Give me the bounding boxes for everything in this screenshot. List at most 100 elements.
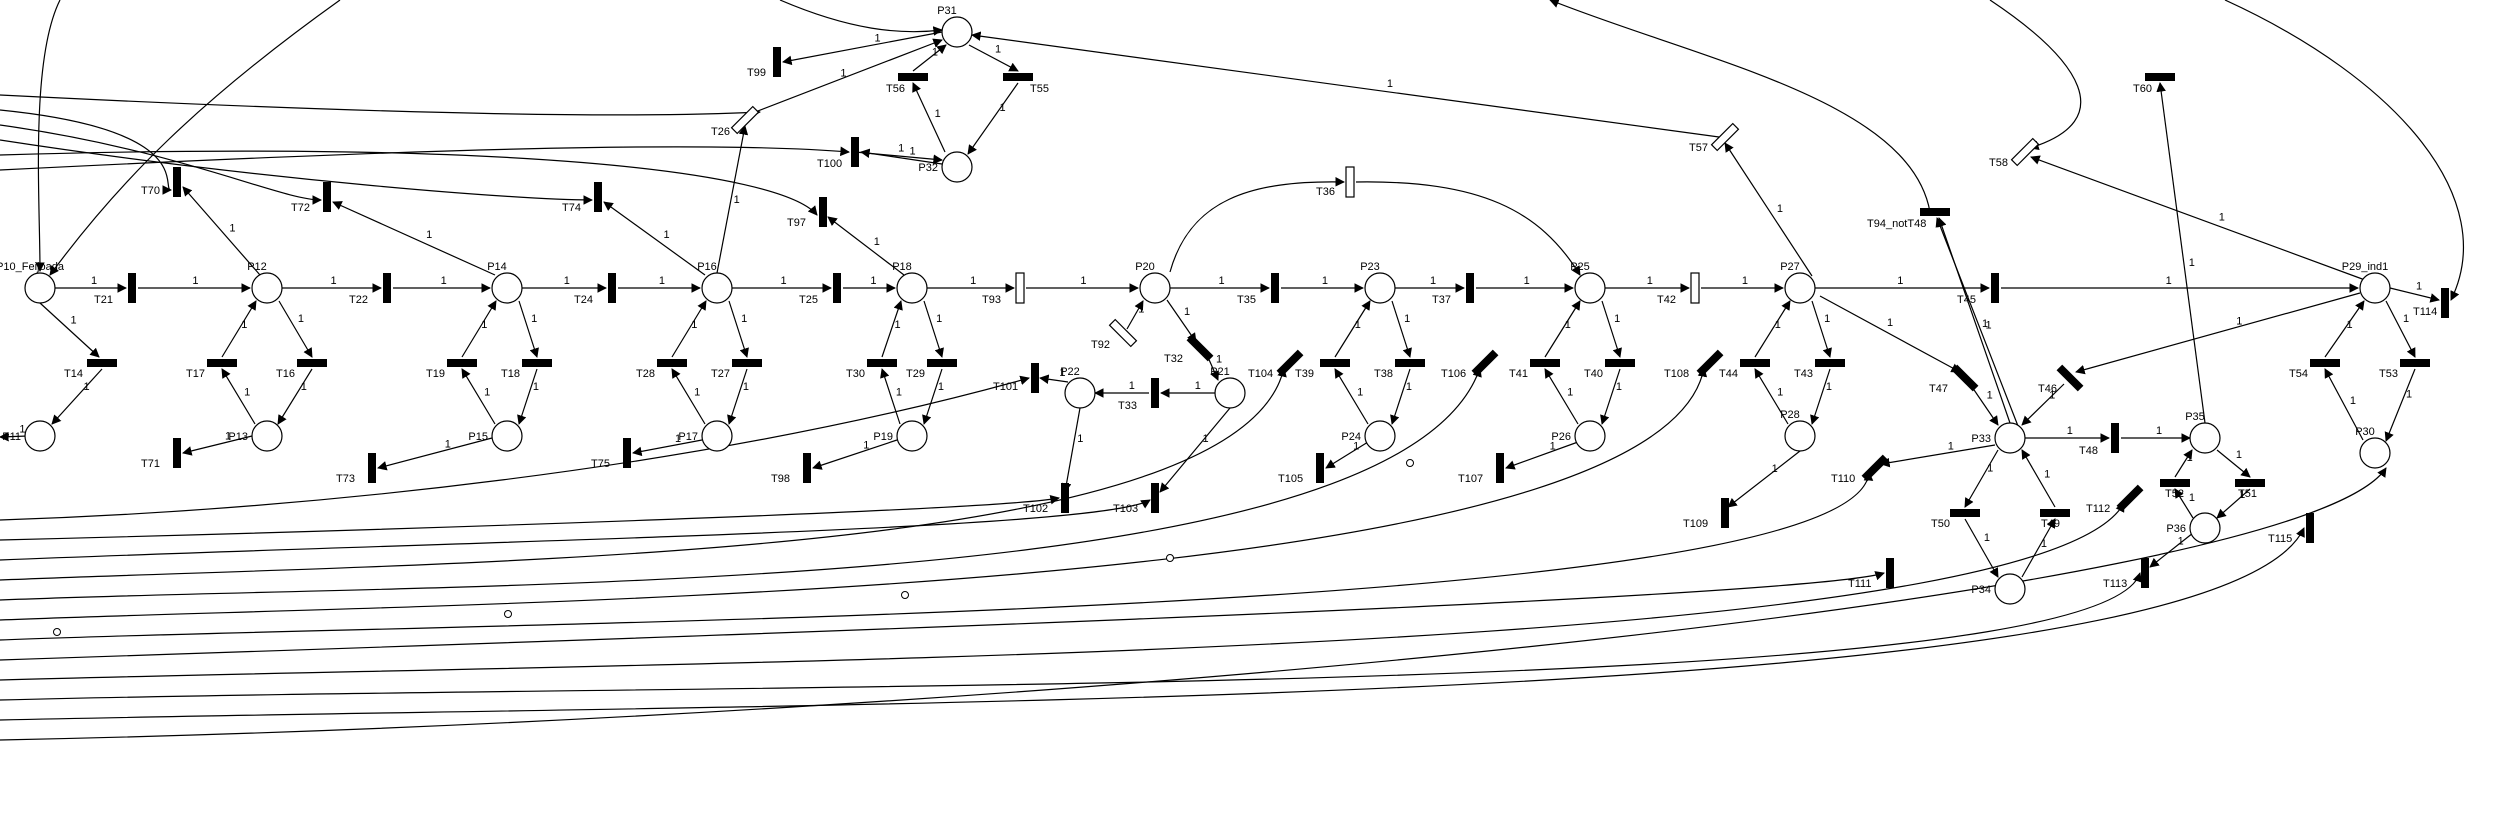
place-p35[interactable] xyxy=(2189,422,2221,454)
transition-t105[interactable] xyxy=(1316,453,1324,483)
transition-t92[interactable] xyxy=(1108,318,1138,348)
transition-t57[interactable] xyxy=(1710,122,1740,152)
transition-t19[interactable] xyxy=(447,359,477,367)
transition-t113[interactable] xyxy=(2141,558,2149,588)
place-p16[interactable] xyxy=(701,272,733,304)
transition-t75[interactable] xyxy=(623,438,631,468)
transition-t42[interactable] xyxy=(1690,272,1700,304)
transition-t22[interactable] xyxy=(383,273,391,303)
transition-t112[interactable] xyxy=(2116,484,2144,512)
transition-t37[interactable] xyxy=(1466,273,1474,303)
transition-t32[interactable] xyxy=(1186,334,1214,362)
transition-t18[interactable] xyxy=(522,359,552,367)
transition-t33[interactable] xyxy=(1151,378,1159,408)
transition-t71[interactable] xyxy=(173,438,181,468)
transition-t109[interactable] xyxy=(1721,498,1729,528)
place-p31[interactable] xyxy=(941,16,973,48)
transition-t72[interactable] xyxy=(323,182,331,212)
transition-t44[interactable] xyxy=(1740,359,1770,367)
transition-t38[interactable] xyxy=(1395,359,1425,367)
transition-t110[interactable] xyxy=(1861,454,1889,482)
place-p36[interactable] xyxy=(2189,512,2221,544)
place-p22[interactable] xyxy=(1064,377,1096,409)
transition-t29[interactable] xyxy=(927,359,957,367)
place-p21[interactable] xyxy=(1214,377,1246,409)
transition-t16[interactable] xyxy=(297,359,327,367)
transition-t106[interactable] xyxy=(1471,349,1499,377)
place-p12[interactable] xyxy=(251,272,283,304)
transition-t60[interactable] xyxy=(2145,73,2175,81)
place-p11[interactable] xyxy=(24,420,56,452)
place-p32[interactable] xyxy=(941,151,973,183)
transition-t58[interactable] xyxy=(2010,137,2040,167)
transition-t101[interactable] xyxy=(1031,363,1039,393)
transition-t36[interactable] xyxy=(1345,166,1355,198)
transition-t28[interactable] xyxy=(657,359,687,367)
place-p29[interactable] xyxy=(2359,272,2391,304)
transition-t17[interactable] xyxy=(207,359,237,367)
place-p13[interactable] xyxy=(251,420,283,452)
transition-t100[interactable] xyxy=(851,137,859,167)
transition-t49[interactable] xyxy=(2040,509,2070,517)
transition-t41[interactable] xyxy=(1530,359,1560,367)
transition-t51[interactable] xyxy=(2235,479,2265,487)
transition-t21[interactable] xyxy=(128,273,136,303)
transition-t47[interactable] xyxy=(1951,364,1979,392)
place-p28[interactable] xyxy=(1784,420,1816,452)
transition-t53[interactable] xyxy=(2400,359,2430,367)
transition-t102[interactable] xyxy=(1061,483,1069,513)
transition-t50[interactable] xyxy=(1950,509,1980,517)
transition-t30[interactable] xyxy=(867,359,897,367)
arc xyxy=(182,186,261,276)
place-p18[interactable] xyxy=(896,272,928,304)
place-p25[interactable] xyxy=(1574,272,1606,304)
transition-t97[interactable] xyxy=(819,197,827,227)
place-p33[interactable] xyxy=(1994,422,2026,454)
transition-t103[interactable] xyxy=(1151,483,1159,513)
transition-t94[interactable] xyxy=(1920,208,1950,216)
transition-t56[interactable] xyxy=(898,73,928,81)
transition-t70[interactable] xyxy=(173,167,181,197)
transition-t74[interactable] xyxy=(594,182,602,212)
transition-t46[interactable] xyxy=(2056,364,2084,392)
place-p34[interactable] xyxy=(1994,573,2026,605)
place-p26[interactable] xyxy=(1574,420,1606,452)
transition-t43[interactable] xyxy=(1815,359,1845,367)
transition-t45[interactable] xyxy=(1991,273,1999,303)
place-p27[interactable] xyxy=(1784,272,1816,304)
place-p24[interactable] xyxy=(1364,420,1396,452)
transition-t52[interactable] xyxy=(2160,479,2190,487)
transition-t14[interactable] xyxy=(87,359,117,367)
transition-t115[interactable] xyxy=(2306,513,2314,543)
arc xyxy=(0,109,172,195)
transition-t27[interactable] xyxy=(732,359,762,367)
transition-t26[interactable] xyxy=(730,105,760,135)
transition-t73[interactable] xyxy=(368,453,376,483)
transition-t104[interactable] xyxy=(1276,349,1304,377)
arc-weight: 1 xyxy=(441,275,447,287)
transition-t93[interactable] xyxy=(1015,272,1025,304)
place-p19[interactable] xyxy=(896,420,928,452)
transition-t108[interactable] xyxy=(1696,349,1724,377)
transition-t39[interactable] xyxy=(1320,359,1350,367)
place-p23[interactable] xyxy=(1364,272,1396,304)
transition-t111[interactable] xyxy=(1886,558,1894,588)
transition-t54[interactable] xyxy=(2310,359,2340,367)
place-p15[interactable] xyxy=(491,420,523,452)
transition-t114[interactable] xyxy=(2441,288,2449,318)
place-p30[interactable] xyxy=(2359,437,2391,469)
place-p20[interactable] xyxy=(1139,272,1171,304)
transition-t35[interactable] xyxy=(1271,273,1279,303)
transition-t24[interactable] xyxy=(608,273,616,303)
transition-t25[interactable] xyxy=(833,273,841,303)
place-p17[interactable] xyxy=(701,420,733,452)
arc-weight: 1 xyxy=(1742,275,1748,287)
transition-t40[interactable] xyxy=(1605,359,1635,367)
transition-t48[interactable] xyxy=(2111,423,2119,453)
transition-t98[interactable] xyxy=(803,453,811,483)
transition-t99[interactable] xyxy=(773,47,781,77)
transition-t107[interactable] xyxy=(1496,453,1504,483)
transition-t55[interactable] xyxy=(1003,73,1033,81)
place-p14[interactable] xyxy=(491,272,523,304)
place-p10[interactable] xyxy=(24,272,56,304)
